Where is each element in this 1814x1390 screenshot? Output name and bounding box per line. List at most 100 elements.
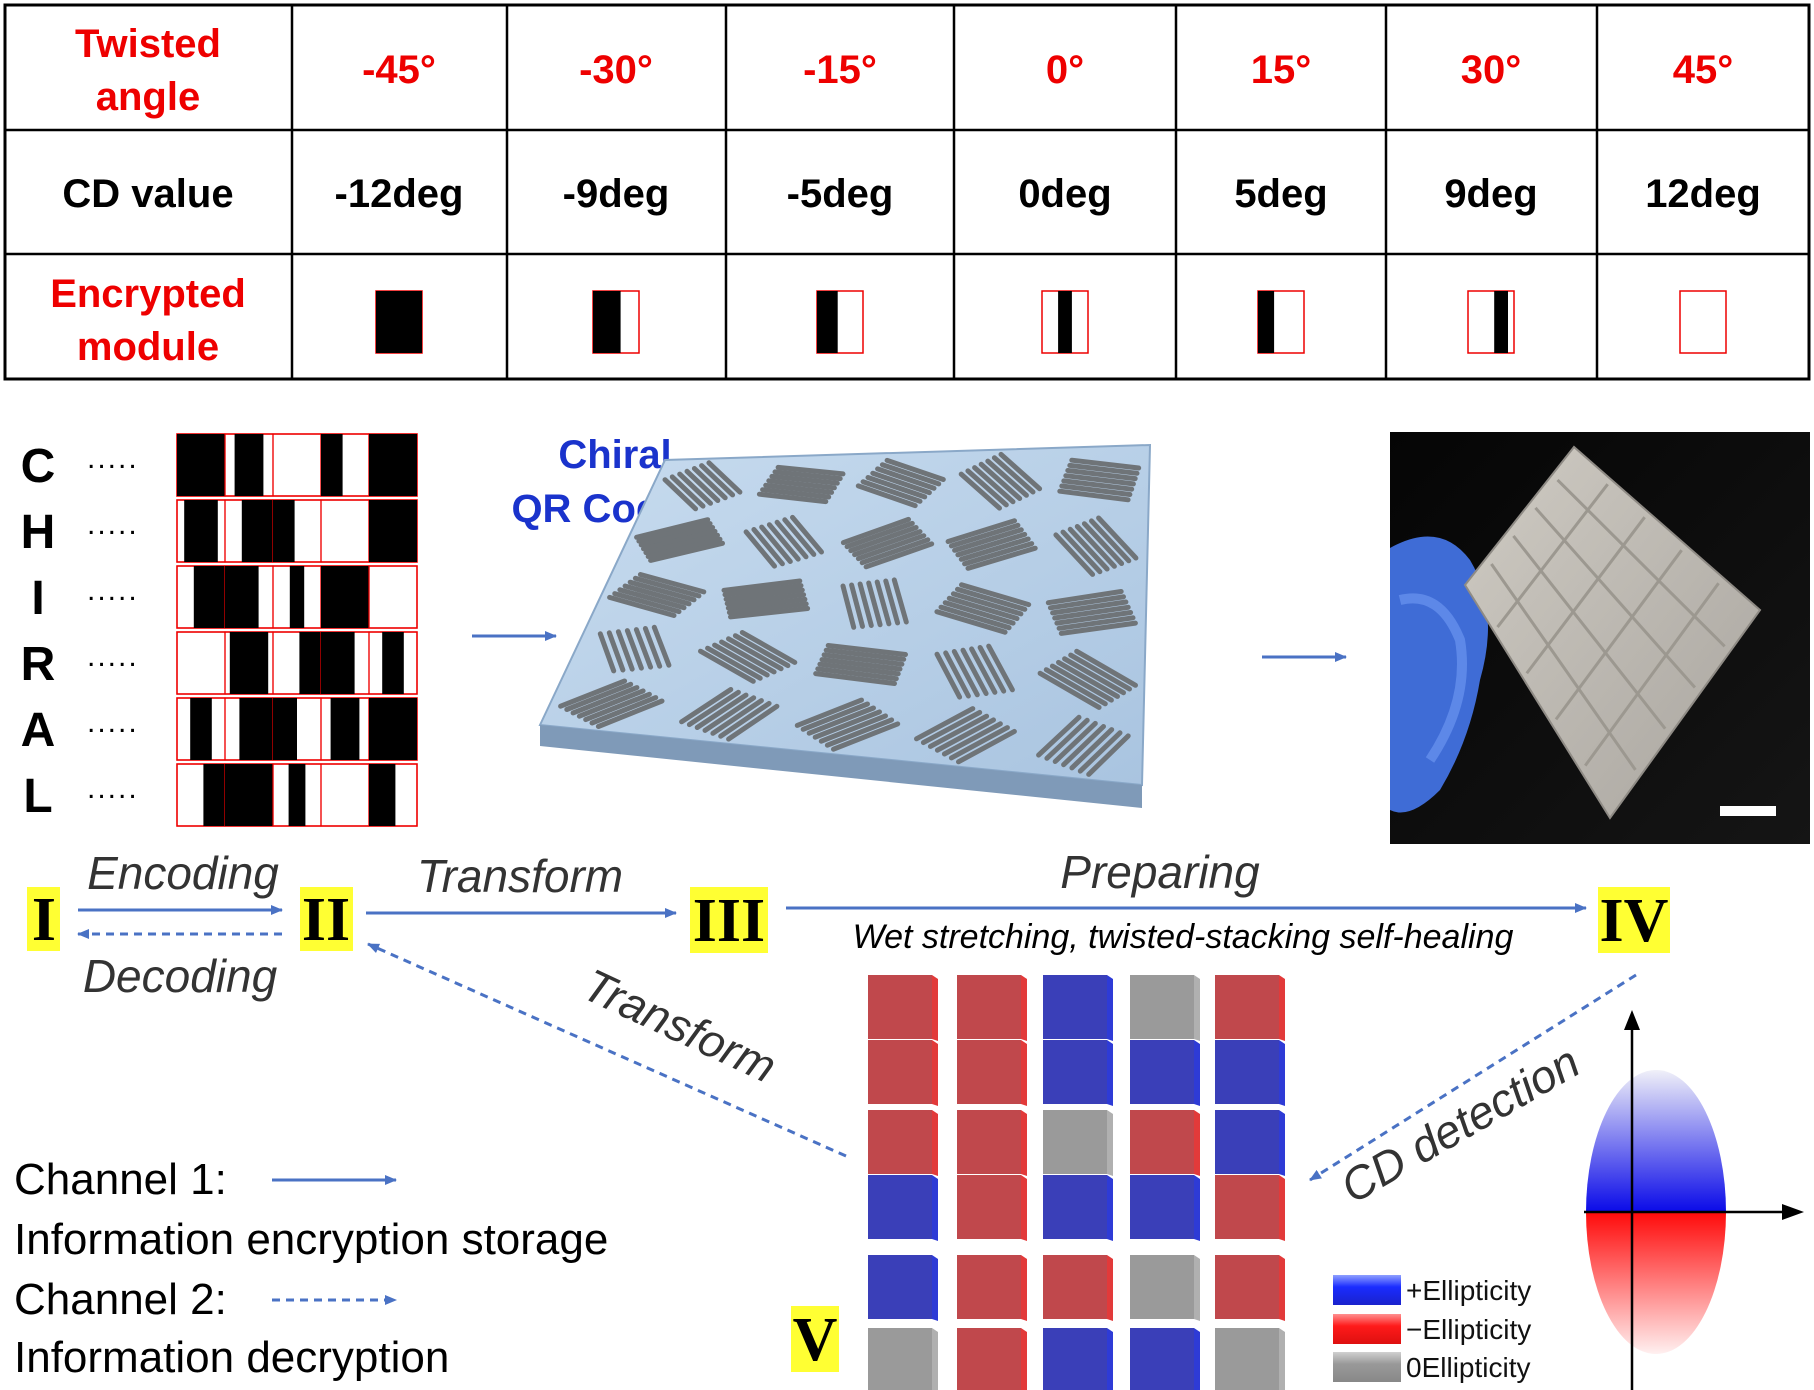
stage-I: I — [32, 886, 56, 954]
cube-red — [868, 1110, 938, 1176]
legend-label-zero: 0Ellipticity — [1406, 1352, 1530, 1383]
legend-swatch-negative — [1333, 1314, 1401, 1344]
cube-blue — [1130, 1175, 1200, 1241]
legend-swatch-zero — [1333, 1352, 1401, 1382]
encrypted-module — [1679, 290, 1727, 354]
cube-blue — [1043, 975, 1113, 1041]
chiral-qr-structure — [538, 443, 1152, 808]
legend-label-negative: −Ellipticity — [1406, 1314, 1531, 1345]
cube-red — [1215, 975, 1285, 1041]
cube-red — [957, 1328, 1027, 1390]
cd-value-cell: -9deg — [563, 172, 670, 216]
ellipticity-legend: +Ellipticity −Ellipticity 0Ellipticity — [1333, 1275, 1531, 1383]
cube-blue — [868, 1175, 938, 1241]
angle-cd-table: Twisted angle CD value Encrypted module … — [3, 3, 1811, 381]
row-header-encrypted-line2: module — [77, 325, 219, 369]
cube-red — [957, 1255, 1027, 1321]
channel-1-description: Information encryption storage — [14, 1215, 608, 1264]
letter-l: L — [23, 770, 52, 823]
twisted-angle-cell: -45° — [362, 48, 436, 92]
cube-red — [957, 1175, 1027, 1241]
cube-blue — [1130, 1040, 1200, 1106]
stage-IV: IV — [1600, 887, 1669, 955]
stage-V-highlight — [791, 1306, 839, 1372]
cd-value-cell: -5deg — [787, 172, 894, 216]
encrypted-module — [375, 290, 423, 354]
cube-gray — [1043, 1110, 1113, 1176]
twisted-angle-cell: -30° — [579, 48, 653, 92]
arrow-cd-detection — [1309, 973, 1637, 1182]
cube-red — [1043, 1255, 1113, 1321]
encoding-label: Encoding — [87, 847, 279, 899]
channel-2-description: Information decryption — [14, 1333, 449, 1382]
legend-label-positive: +Ellipticity — [1406, 1275, 1531, 1306]
qr-title-line1: Chiral — [558, 433, 671, 477]
stage-II-highlight — [300, 887, 353, 951]
encoded-strips — [176, 433, 418, 827]
cube-red — [868, 1040, 938, 1106]
letter-dots: ..... — [87, 442, 139, 475]
cube-blue — [1215, 1110, 1285, 1176]
cd-value-cell: 5deg — [1234, 172, 1327, 216]
cd-value-cell: -12deg — [335, 172, 464, 216]
letter-dots: ..... — [87, 772, 139, 805]
twisted-angle-cell: -15° — [803, 48, 877, 92]
letter-c: C — [21, 440, 56, 493]
encrypted-module — [1467, 290, 1515, 354]
twisted-angle-cell: 15° — [1251, 48, 1312, 92]
cube-red — [868, 975, 938, 1041]
preparing-label: Preparing — [1060, 846, 1260, 898]
cd-value-cell: 0deg — [1018, 172, 1111, 216]
letter-a: A — [21, 704, 56, 757]
channel-1-label: Channel 1: — [14, 1155, 227, 1204]
cube-red — [957, 975, 1027, 1041]
cube-blue — [1215, 1040, 1285, 1106]
letter-dots: ..... — [87, 508, 139, 541]
cd-value-cells: -12deg -9deg -5deg 0deg 5deg 9deg 12deg — [335, 172, 1761, 216]
row-header-twisted-line1: Twisted — [75, 22, 221, 66]
cube-red — [957, 1040, 1027, 1106]
letter-dots: ..... — [87, 574, 139, 607]
stage-III-highlight — [690, 887, 768, 953]
channel-2-label: Channel 2: — [14, 1275, 227, 1324]
encrypted-module — [1257, 290, 1305, 354]
preparing-sub-label: Wet stretching, twisted-stacking self-he… — [853, 918, 1514, 956]
decoding-label: Decoding — [83, 950, 278, 1002]
cd-value-cell: 9deg — [1444, 172, 1537, 216]
transform-diagonal-label: Transform — [575, 958, 784, 1092]
ellipticity-plot — [1584, 1010, 1804, 1390]
letter-dots: ..... — [87, 640, 139, 673]
encrypted-module — [816, 290, 864, 354]
chiral-letter-codes: C.....H.....I.....R.....A.....L..... — [21, 440, 139, 823]
sample-photo — [1390, 432, 1810, 844]
stage-V: V — [793, 1306, 838, 1374]
stage-I-highlight — [27, 887, 60, 951]
row-header-cd-value: CD value — [62, 172, 233, 216]
arrow-transform-back — [367, 942, 847, 1158]
cube-gray — [1130, 1255, 1200, 1321]
cube-gray — [1215, 1328, 1285, 1390]
cube-blue — [1043, 1040, 1113, 1106]
cube-gray — [868, 1328, 938, 1390]
cube-blue — [868, 1255, 938, 1321]
twisted-angle-cell: 0° — [1046, 48, 1084, 92]
twisted-angle-cell: 45° — [1673, 48, 1734, 92]
twisted-angle-cells: -45°-30°-15°0°15°30°45° — [362, 48, 1733, 92]
cd-value-cell: 12deg — [1645, 172, 1761, 216]
ellipticity-cube-grid — [868, 975, 1285, 1390]
positive-ellipticity-half — [1586, 1070, 1726, 1212]
stage-II: II — [302, 886, 350, 954]
transform-top-label: Transform — [417, 850, 623, 902]
cube-red — [1130, 1110, 1200, 1176]
cube-red — [1215, 1255, 1285, 1321]
cube-blue — [1043, 1328, 1113, 1390]
cube-blue — [1043, 1175, 1113, 1241]
cube-red — [1215, 1175, 1285, 1241]
encrypted-module — [1041, 290, 1089, 354]
cube-gray — [1130, 975, 1200, 1041]
letter-h: H — [21, 506, 56, 559]
cube-blue — [1130, 1328, 1200, 1390]
letter-i: I — [31, 572, 44, 625]
letter-r: R — [21, 638, 56, 691]
